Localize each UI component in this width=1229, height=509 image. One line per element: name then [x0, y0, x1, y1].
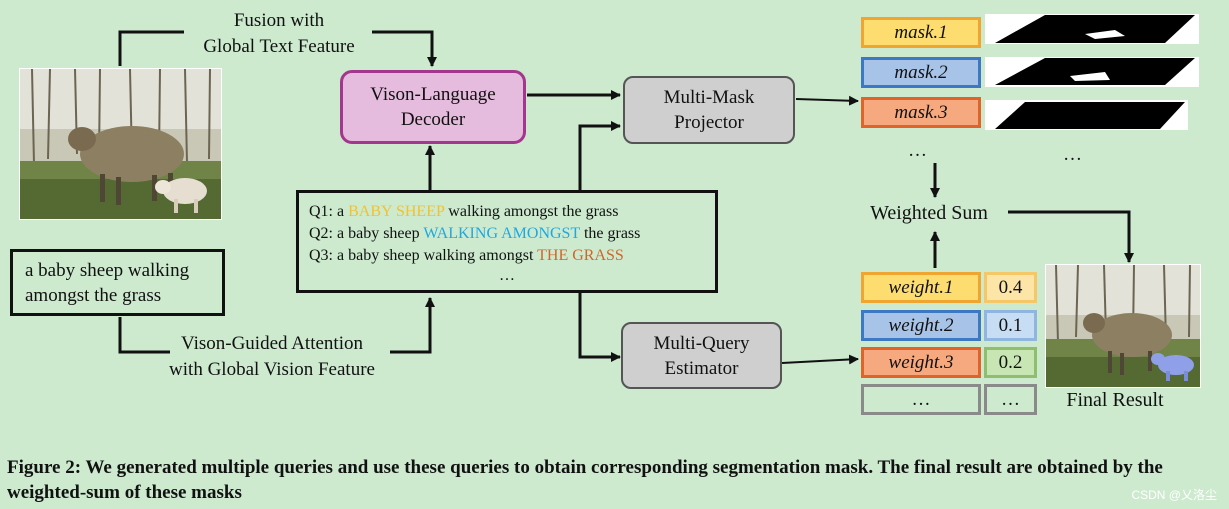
input-image — [19, 68, 222, 220]
figure-caption: Figure 2: We generated multiple queries … — [7, 457, 1163, 503]
mask-2-tag: mask.2 — [861, 57, 981, 88]
projector-line2: Projector — [674, 112, 744, 133]
weighted-sum-label: Weighted Sum — [870, 202, 988, 224]
final-result-image — [1045, 264, 1201, 388]
query-1: Q1: a BABY SHEEP walking amongst the gra… — [309, 203, 619, 220]
mask-1-tag: mask.1 — [861, 17, 981, 48]
input-text-line2: amongst the grass — [25, 284, 162, 306]
fusion-label-line1: Fusion with — [233, 10, 325, 31]
multi-query-estimator: Multi-Query Estimator — [621, 322, 782, 389]
weight-1-tag: weight.1 — [861, 272, 981, 303]
mask-image-ellipsis: … — [1063, 144, 1082, 165]
vision-attention-line2: with Global Vision Feature — [169, 359, 375, 380]
mask-ellipsis: … — [908, 140, 927, 161]
watermark: CSDN @乂洛尘 — [1131, 488, 1217, 502]
weight-3-tag: weight.3 — [861, 347, 981, 378]
vision-language-decoder: Vison-Language Decoder — [340, 70, 526, 144]
fusion-label: Fusion with Global Text Feature — [172, 8, 386, 60]
input-text-box: a baby sheep walking amongst the grass — [10, 249, 225, 316]
segmented-sheep-illustration — [1046, 265, 1200, 387]
mask-3-tag: mask.3 — [861, 97, 981, 128]
weight-2-value: 0.1 — [984, 310, 1037, 341]
decoder-line2: Decoder — [400, 109, 466, 130]
weight-3-value: 0.2 — [984, 347, 1037, 378]
final-result-label: Final Result — [1066, 389, 1164, 411]
decoder-line1: Vison-Language — [370, 84, 496, 105]
vision-attention-label: Vison-Guided Attention with Global Visio… — [150, 331, 394, 383]
fusion-label-line2: Global Text Feature — [203, 36, 355, 57]
weight-1-value: 0.4 — [984, 272, 1037, 303]
input-text-line1: a baby sheep walking — [25, 259, 190, 281]
vision-attention-line1: Vison-Guided Attention — [181, 333, 363, 354]
query-1-highlight: BABY SHEEP — [348, 203, 445, 220]
query-3: Q3: a baby sheep walking amongst THE GRA… — [309, 247, 624, 264]
mask-images — [985, 14, 1199, 130]
queries-ellipsis: … — [499, 267, 515, 284]
sheep-photo-illustration — [20, 69, 221, 219]
query-2: Q2: a baby sheep WALKING AMONGST the gra… — [309, 225, 641, 242]
multi-mask-projector: Multi-Mask Projector — [623, 76, 795, 144]
queries-box: Q1: a BABY SHEEP walking amongst the gra… — [296, 190, 718, 293]
value-ellipsis: … — [984, 384, 1037, 415]
query-3-highlight: THE GRASS — [537, 247, 624, 264]
estimator-line2: Estimator — [664, 357, 739, 379]
estimator-line1: Multi-Query — [653, 332, 750, 354]
query-2-highlight: WALKING AMONGST — [423, 225, 580, 242]
weight-2-tag: weight.2 — [861, 310, 981, 341]
projector-line1: Multi-Mask — [663, 87, 755, 108]
weight-ellipsis: … — [861, 384, 981, 415]
